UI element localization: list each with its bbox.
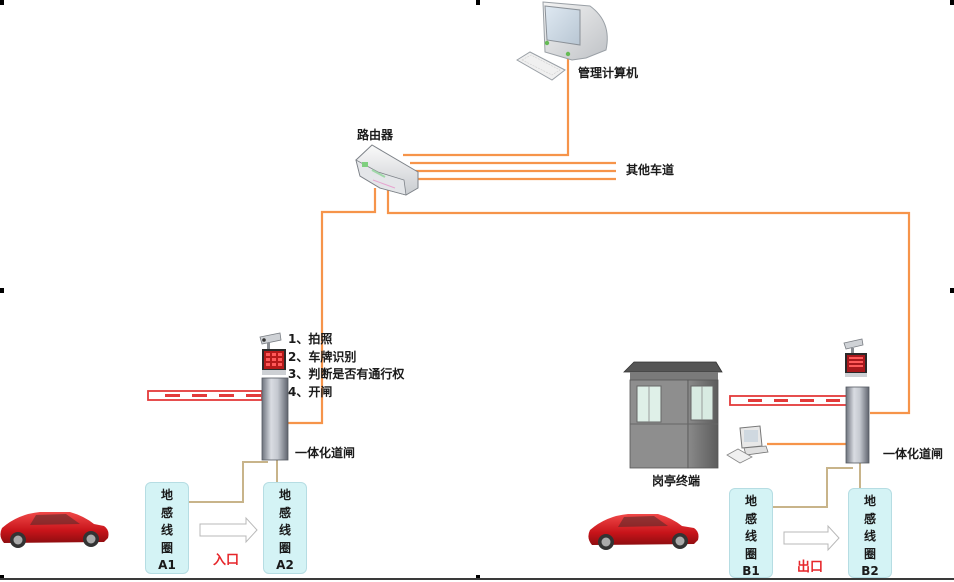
coil-a2-line-2: 感: [278, 505, 291, 520]
exit-gate-icon: [843, 338, 870, 464]
coil-a2-line-1: 地: [278, 488, 291, 502]
edge-router-to-exit-gate: [386, 190, 911, 415]
booth-terminal-icon: [726, 425, 769, 464]
entry-step-2: 2、车牌识别: [288, 349, 357, 364]
edge-coil-a1-to-gate: [188, 461, 268, 503]
entry-barrier-arm: [147, 390, 263, 401]
router-icon: [355, 144, 419, 196]
coil-a1-line-1: 地: [160, 488, 173, 502]
booth-terminal-label: 岗亭终端: [652, 474, 701, 488]
entry-arrow-icon: [199, 516, 258, 544]
router-label: 路由器: [357, 128, 394, 142]
other-lanes-label: 其他车道: [626, 163, 675, 177]
coil-a2-line-5: A2: [276, 558, 294, 572]
coil-a1-line-2: 感: [160, 505, 173, 520]
coil-a1: 地 感 线 圈 A1: [145, 482, 189, 574]
coil-b1-line-3: 线: [744, 529, 757, 543]
coil-b2: 地 感 线 圈 B2: [848, 488, 892, 578]
coil-b1-line-4: 圈: [744, 546, 757, 561]
entry-step-3: 3、判断是否有通行权: [288, 367, 405, 381]
entry-gate-icon: [259, 332, 289, 461]
coil-b2-line-4: 圈: [863, 546, 876, 561]
entry-step-1: 1、拍照: [288, 332, 333, 346]
corner-mark-top-left: [0, 0, 4, 5]
entry-direction-label: 入口: [213, 553, 240, 568]
edge-mark-top-center: [476, 0, 480, 5]
signal-lines: [188, 460, 861, 508]
coil-b2-line-5: B2: [861, 564, 879, 578]
edge-mark-bottom-center: [476, 575, 480, 580]
entry-car-icon: [0, 512, 109, 548]
coil-a2-line-4: 圈: [278, 540, 291, 555]
coil-b1-line-2: 感: [744, 511, 757, 526]
exit-car-icon: [588, 514, 699, 550]
exit-gate-label: 一体化道闸: [883, 447, 944, 461]
coil-a2-line-3: 线: [278, 523, 291, 537]
corner-mark-top-right: [950, 0, 954, 5]
coil-b2-line-2: 感: [863, 511, 876, 526]
edge-mark-right-middle: [950, 288, 954, 293]
coil-b1-line-5: B1: [742, 564, 760, 578]
coil-a1-line-3: 线: [160, 523, 173, 537]
coil-b1: 地 感 线 圈 B1: [729, 488, 773, 578]
edge-router-to-pc: [403, 55, 570, 157]
exit-barrier-arm: [729, 395, 849, 406]
corner-mark-bottom-left: [0, 575, 4, 580]
coil-a2: 地 感 线 圈 A2: [263, 482, 307, 574]
entry-step-4: 4、开闸: [288, 384, 333, 399]
coil-a1-line-5: A1: [158, 558, 176, 572]
entry-steps-list: 1、拍照 2、车牌识别 3、判断是否有通行权 4、开闸: [288, 331, 404, 401]
coil-a1-line-4: 圈: [160, 540, 173, 555]
entry-gate-label: 一体化道闸: [295, 446, 356, 460]
management-pc-icon: [516, 1, 608, 81]
edge-coil-b1-to-gate: [770, 467, 853, 508]
network-lines: [288, 55, 911, 446]
management-pc-label: 管理计算机: [578, 66, 639, 80]
coil-b1-line-1: 地: [744, 494, 757, 508]
edge-router-to-entry-gate: [288, 188, 377, 425]
exit-arrow-icon: [783, 524, 840, 552]
exit-direction-label: 出口: [797, 560, 824, 575]
edge-mark-left-middle: [0, 288, 4, 293]
coil-b2-line-1: 地: [863, 494, 876, 508]
bottom-border: [0, 578, 954, 580]
guard-booth-icon: [623, 361, 723, 469]
coil-b2-line-3: 线: [863, 529, 876, 543]
